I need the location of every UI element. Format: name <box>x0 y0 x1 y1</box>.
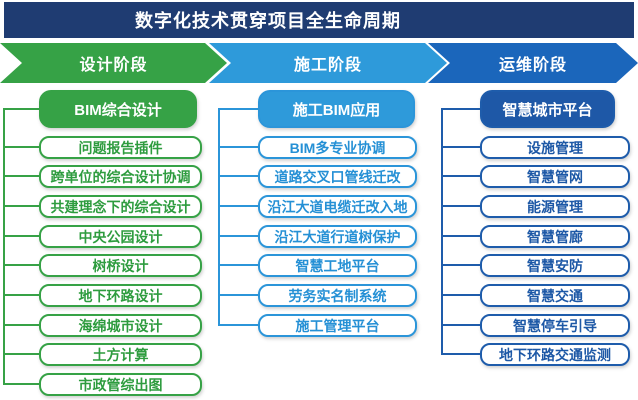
node-construction-item: 智慧工地平台 <box>258 254 417 277</box>
node-design-item: 树桥设计 <box>39 254 202 277</box>
node-label: 跨单位的综合设计协调 <box>50 168 191 185</box>
connector-stub <box>441 146 480 148</box>
phase-label-construction: 施工阶段 <box>293 57 362 74</box>
node-label: 能源管理 <box>527 198 583 215</box>
node-operation-item: 智慧管网 <box>480 165 630 188</box>
node-label: 设施管理 <box>527 139 583 156</box>
connector-stub <box>3 264 39 266</box>
connector-stub <box>218 235 258 237</box>
node-label: 施工BIM应用 <box>292 101 381 119</box>
node-operation-item: 智慧交通 <box>480 284 630 307</box>
node-label: 道路交叉口管线迁改 <box>274 168 401 185</box>
node-construction-header: 施工BIM应用 <box>258 90 415 128</box>
node-label: BIM综合设计 <box>74 101 162 119</box>
connector-line <box>3 108 5 385</box>
connector-stub <box>3 353 39 355</box>
phase-arrow-operation: 运维阶段 <box>428 43 638 83</box>
node-construction-item: 沿江大道行道树保护 <box>258 225 417 248</box>
node-design-header: BIM综合设计 <box>39 90 197 128</box>
connector-stub <box>441 294 480 296</box>
connector-stub <box>441 205 480 207</box>
title-banner: 数字化技术贯穿项目全生命周期 <box>4 2 634 38</box>
connector-stub <box>218 324 258 326</box>
connector-stub <box>218 205 258 207</box>
node-label: 海绵城市设计 <box>78 317 163 334</box>
phase-arrow-design: 设计阶段 <box>0 43 227 83</box>
node-label: 智慧城市平台 <box>502 101 593 119</box>
node-operation-item: 地下环路交通监测 <box>480 343 630 366</box>
connector-stub <box>3 175 39 177</box>
node-operation-item: 智慧安防 <box>480 254 630 277</box>
connector-stub <box>441 324 480 326</box>
node-label: 施工管理平台 <box>295 317 380 334</box>
connector-line <box>441 108 443 355</box>
node-design-item: 市政管综出图 <box>39 373 202 396</box>
node-design-item: 地下环路设计 <box>39 284 202 307</box>
node-label: 智慧管廊 <box>527 228 583 245</box>
connector-stub <box>441 175 480 177</box>
node-design-item: 海绵城市设计 <box>39 314 202 337</box>
node-label: 共建理念下的综合设计 <box>50 198 191 215</box>
node-operation-item: 智慧停车引导 <box>480 314 630 337</box>
node-operation-item: 设施管理 <box>480 136 630 159</box>
node-label: 地下环路设计 <box>78 287 163 304</box>
connector-stub <box>3 324 39 326</box>
connector-stub <box>3 205 39 207</box>
node-label: 智慧工地平台 <box>295 257 380 274</box>
node-label: 中央公园设计 <box>78 228 163 245</box>
node-construction-item: 沿江大道电缆迁改入地 <box>258 195 417 218</box>
connector-stub <box>218 264 258 266</box>
connector-stub <box>441 108 480 110</box>
connector-line <box>218 108 220 326</box>
node-label: 劳务实名制系统 <box>288 287 387 304</box>
node-design-item: 中央公园设计 <box>39 225 202 248</box>
node-label: 沿江大道电缆迁改入地 <box>267 198 408 215</box>
connector-stub <box>3 146 39 148</box>
node-construction-item: 道路交叉口管线迁改 <box>258 165 417 188</box>
connector-stub <box>441 353 480 355</box>
node-label: 树桥设计 <box>92 257 149 274</box>
node-design-item: 跨单位的综合设计协调 <box>39 165 202 188</box>
connector-stub <box>3 383 39 385</box>
connector-stub <box>218 175 258 177</box>
node-label: 地下环路交通监测 <box>499 346 611 363</box>
connector-stub <box>441 235 480 237</box>
node-label: 智慧管网 <box>527 168 583 185</box>
node-label: 智慧安防 <box>527 257 583 274</box>
node-construction-item: 劳务实名制系统 <box>258 284 417 307</box>
connector-stub <box>3 108 39 110</box>
node-operation-header: 智慧城市平台 <box>480 90 615 128</box>
node-construction-item: BIM多专业协调 <box>258 136 417 159</box>
phase-label-design: 设计阶段 <box>79 57 148 74</box>
node-operation-item: 智慧管廊 <box>480 225 630 248</box>
node-design-item: 土方计算 <box>39 343 202 366</box>
connector-stub <box>218 146 258 148</box>
node-design-item: 问题报告插件 <box>39 136 202 159</box>
node-label: 沿江大道行道树保护 <box>274 228 401 245</box>
node-operation-item: 能源管理 <box>480 195 630 218</box>
node-label: 问题报告插件 <box>78 139 163 156</box>
node-label: 智慧交通 <box>527 287 583 304</box>
phase-label-operation: 运维阶段 <box>498 57 567 74</box>
node-label: 智慧停车引导 <box>513 317 597 334</box>
connector-stub <box>3 235 39 237</box>
node-label: 土方计算 <box>92 346 149 363</box>
phase-arrow-construction: 施工阶段 <box>209 43 447 83</box>
connector-stub <box>218 294 258 296</box>
node-design-item: 共建理念下的综合设计 <box>39 195 202 218</box>
connector-stub <box>218 108 258 110</box>
node-construction-item: 施工管理平台 <box>258 314 417 337</box>
node-label: 市政管综出图 <box>78 376 163 393</box>
connector-stub <box>441 264 480 266</box>
diagram-title: 数字化技术贯穿项目全生命周期 <box>135 11 401 31</box>
connector-stub <box>3 294 39 296</box>
node-label: BIM多专业协调 <box>289 139 386 156</box>
